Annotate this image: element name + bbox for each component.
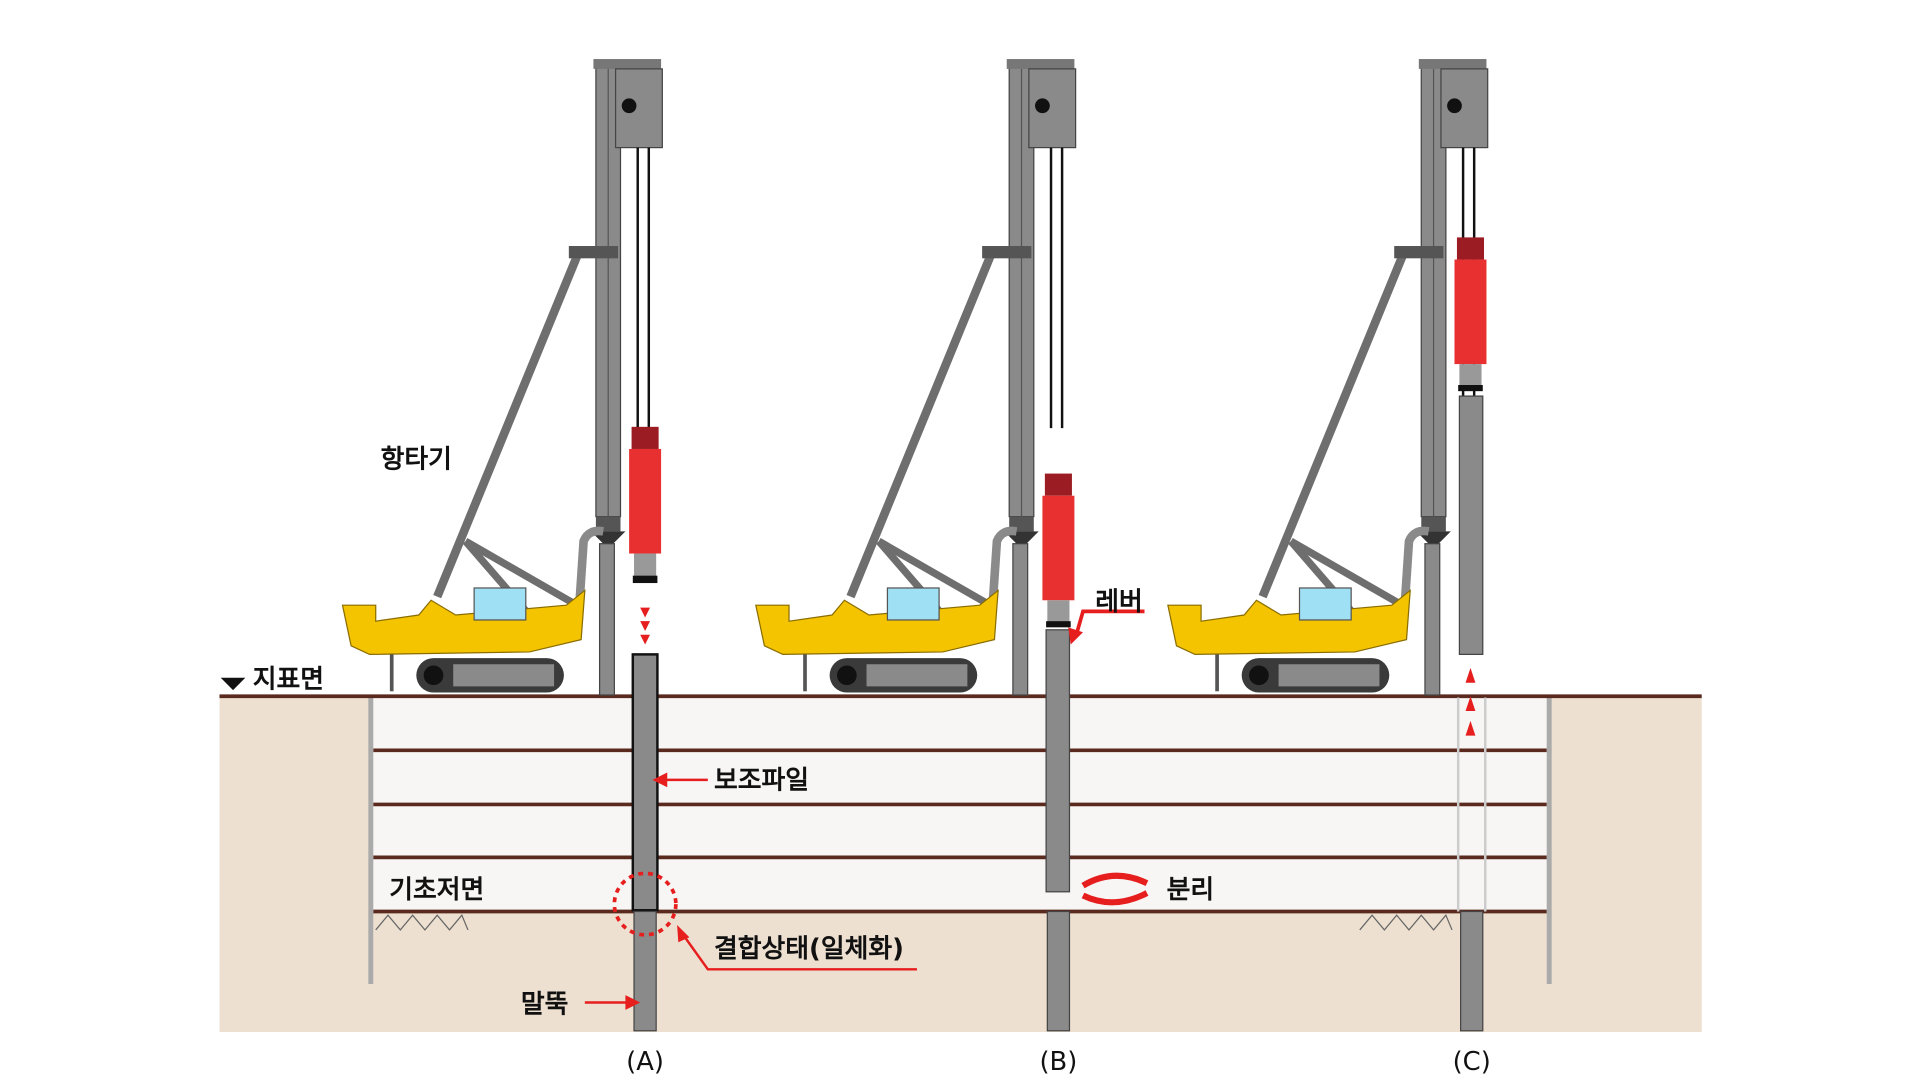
label-lever: 레버 <box>1095 587 1143 617</box>
hatch-left <box>375 913 469 931</box>
hatch-right <box>1359 913 1453 931</box>
hammer-c <box>1454 237 1487 392</box>
label-auxiliary-pile: 보조파일 <box>714 765 809 795</box>
pile-c <box>1460 910 1484 1032</box>
caption-c: (C) <box>1453 1047 1491 1077</box>
auxiliary-pile-c <box>1458 395 1484 656</box>
hammer-a <box>629 426 662 584</box>
coupled-state-marker <box>612 871 678 937</box>
pile-a <box>633 910 657 1032</box>
lever-arrow <box>1073 609 1145 638</box>
up-arrows-c <box>1465 667 1476 736</box>
auxiliary-pile-a <box>631 653 659 912</box>
down-arrows-a <box>640 607 651 645</box>
label-pile-driver: 항타기 <box>381 444 452 474</box>
label-coupled-state: 결합상태(일체화) <box>714 934 904 964</box>
caption-a: (A) <box>626 1047 664 1077</box>
pile-driver-c <box>1168 59 1488 695</box>
label-foundation-bottom: 기초저면 <box>389 875 484 905</box>
caption-b: (B) <box>1039 1047 1077 1077</box>
label-separation: 분리 <box>1167 875 1215 905</box>
hammer-b <box>1042 473 1075 628</box>
lever-arrowhead <box>1068 627 1084 645</box>
pile-driver-a <box>343 59 663 695</box>
label-ground-surface: 지표면 <box>253 665 324 695</box>
pile-b <box>1046 910 1071 1032</box>
struts <box>373 748 1547 914</box>
auxiliary-pile-b <box>1045 629 1071 893</box>
pile-driver-b <box>756 59 1076 695</box>
label-pile: 말뚝 <box>521 989 569 1019</box>
ground-level-triangle-icon <box>220 677 246 691</box>
separation-rotate-icon <box>1081 872 1149 906</box>
